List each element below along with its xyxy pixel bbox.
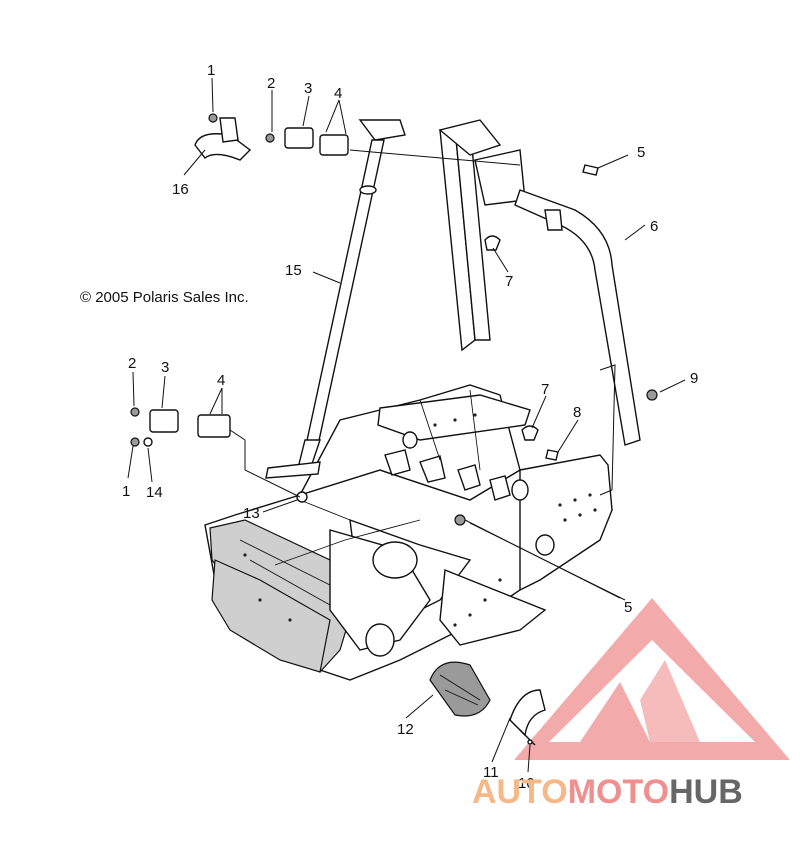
clamp-3-lower — [130, 407, 231, 447]
callout-12: 12 — [397, 721, 414, 738]
watermark-moto: MOTO — [568, 773, 669, 811]
callout-13: 13 — [243, 505, 260, 522]
bracket-16 — [194, 117, 252, 161]
shift-gate — [509, 689, 546, 746]
callout-3-upper: 3 — [304, 80, 312, 97]
callout-1-upper: 1 — [207, 62, 215, 79]
callout-labels: 1 2 3 4 5 6 7 16 15 9 2 3 4 7 8 1 14 13 … — [122, 62, 698, 792]
callout-8: 8 — [573, 404, 581, 421]
callout-5-upper: 5 — [637, 144, 645, 161]
rear-hoop — [514, 189, 641, 446]
clamp-3-upper — [265, 127, 349, 156]
callout-4-lower: 4 — [217, 372, 225, 389]
callout-16: 16 — [172, 181, 189, 198]
steering-post — [265, 119, 406, 479]
watermark-auto: AUTO — [472, 773, 568, 811]
callout-1-lower: 1 — [122, 483, 130, 500]
leader-lines — [127, 77, 686, 773]
callout-9: 9 — [690, 370, 698, 387]
callout-6: 6 — [650, 218, 658, 235]
callout-7-upper: 7 — [505, 273, 513, 290]
callout-15: 15 — [285, 262, 302, 279]
upright-post — [438, 119, 526, 352]
frame-holes — [243, 413, 597, 627]
callout-11: 11 — [483, 764, 499, 781]
callout-2-upper: 2 — [267, 75, 275, 92]
callout-5-lower: 5 — [624, 599, 632, 616]
callout-3-lower: 3 — [161, 359, 169, 376]
copyright-text: © 2005 Polaris Sales Inc. — [80, 289, 249, 306]
fasteners — [208, 113, 658, 526]
watermark-logo — [514, 598, 790, 760]
shift-boot — [429, 661, 491, 717]
callout-14: 14 — [146, 484, 163, 501]
callout-2-lower: 2 — [128, 355, 136, 372]
callout-7-lower: 7 — [541, 381, 549, 398]
callout-10: 10 — [518, 775, 535, 792]
watermark-text: AUTOMOTOHUB — [472, 773, 743, 811]
callout-4-upper: 4 — [334, 85, 342, 102]
watermark-hub: HUB — [669, 773, 743, 811]
chassis-frame — [204, 384, 613, 681]
